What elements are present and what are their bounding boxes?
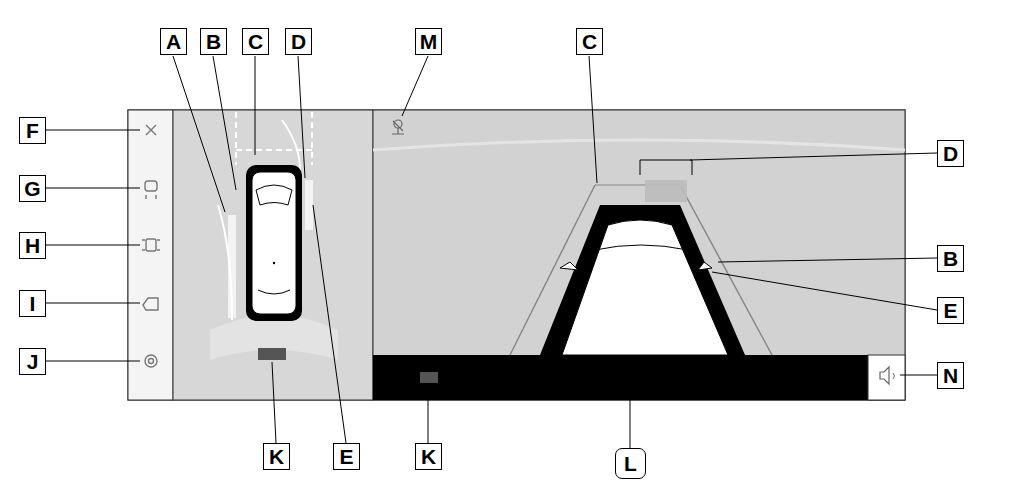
callout-letter: A: [160, 28, 187, 55]
callout-letter: D: [937, 140, 964, 167]
callout-letter: B: [937, 245, 964, 272]
callout-letter: E: [333, 443, 360, 470]
callout-letter: G: [19, 175, 46, 202]
callout-letter: K: [263, 443, 290, 470]
callout-letter: N: [937, 362, 964, 389]
callout-letter: I: [19, 290, 46, 317]
callout-letter: K: [415, 443, 442, 470]
callout-letter: B: [200, 28, 227, 55]
callout-letter: E: [937, 297, 964, 324]
callout-letter: C: [242, 28, 269, 55]
callout-letter: F: [19, 117, 46, 144]
callout-letter: L: [615, 448, 646, 479]
callout-letter: C: [576, 28, 603, 55]
callout-letter: M: [415, 28, 442, 55]
callout-letter: H: [19, 232, 46, 259]
callout-letter: D: [285, 28, 312, 55]
callout-letter: J: [19, 348, 46, 375]
